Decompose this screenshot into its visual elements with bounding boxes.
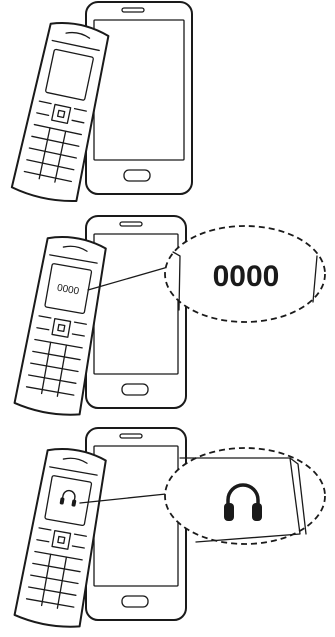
step-2-drawing: 0000 0000 — [0, 212, 335, 422]
step-3-connected-illustration — [0, 424, 335, 634]
smartphone — [86, 216, 186, 408]
passcode-callout-bubble: 0000 — [165, 226, 325, 322]
smartphone — [86, 428, 186, 620]
step-1-pairing-illustration — [0, 0, 335, 210]
step-1-drawing — [0, 0, 335, 210]
step-2-passcode-illustration: 0000 0000 — [0, 212, 335, 422]
headphones-callout-bubble — [165, 448, 325, 544]
callout-passcode-text: 0000 — [213, 260, 280, 293]
step-3-drawing — [0, 424, 335, 634]
smartphone — [86, 2, 192, 194]
